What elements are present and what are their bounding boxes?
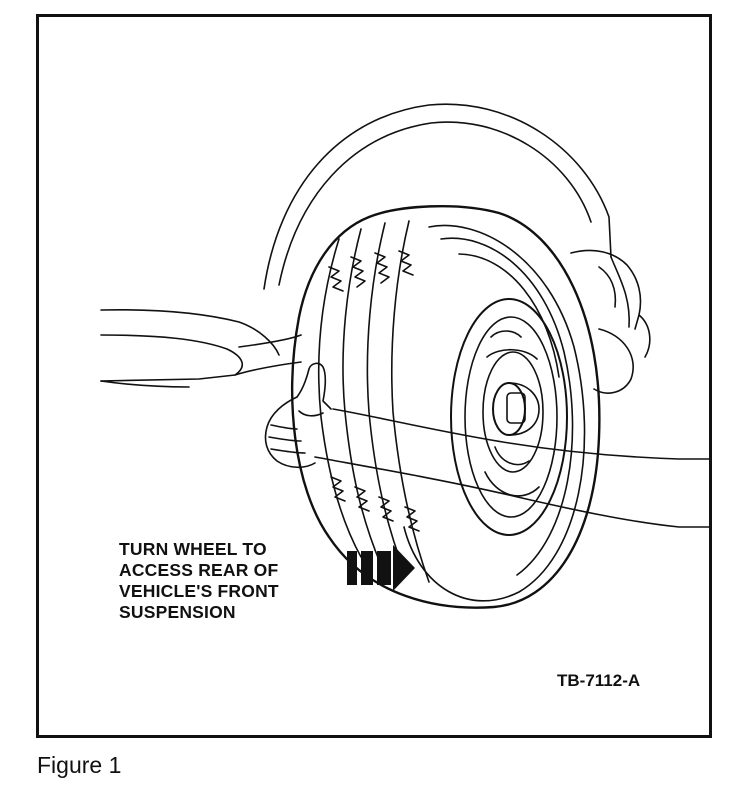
- hub: [492, 382, 526, 436]
- hand: [264, 396, 316, 469]
- fender-outline: [263, 103, 612, 290]
- figure-frame: TURN WHEEL TO ACCESS REAR OF VEHICLE'S F…: [36, 14, 712, 738]
- callout-line: TURN WHEEL TO: [119, 539, 267, 559]
- tire: [291, 204, 601, 609]
- callout-line: VEHICLE'S FRONT: [119, 581, 279, 601]
- fender-inner-line: [278, 121, 592, 286]
- callout-line: SUSPENSION: [119, 602, 236, 622]
- callout-text: TURN WHEEL TO ACCESS REAR OF VEHICLE'S F…: [119, 539, 279, 623]
- vehicle-body: [100, 309, 280, 356]
- right-arrow-icon: [347, 545, 415, 591]
- suspension-part: [570, 249, 642, 330]
- arm: [332, 408, 709, 460]
- figure-code: TB-7112-A: [557, 671, 641, 690]
- callout-line: ACCESS REAR OF: [119, 560, 279, 580]
- wheel-illustration: [100, 103, 709, 609]
- wheel-rim: [450, 298, 568, 536]
- figure-caption: Figure 1: [37, 752, 122, 778]
